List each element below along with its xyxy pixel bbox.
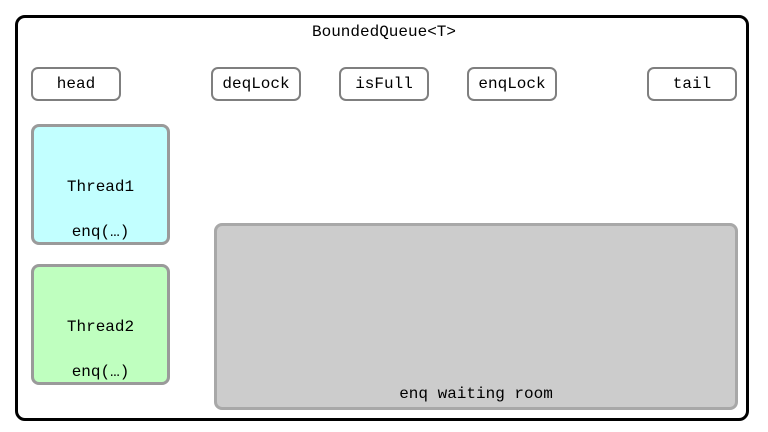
thread1-box: Thread1 enq(…): [31, 124, 170, 245]
thread1-name: Thread1: [66, 178, 135, 196]
enq-waiting-room: enq waiting room: [214, 223, 738, 410]
enq-waiting-room-label: enq waiting room: [399, 385, 553, 403]
thread1-call: enq(…): [71, 223, 130, 241]
is-full-field: isFull: [339, 67, 429, 101]
thread2-call: enq(…): [71, 363, 130, 381]
queue-title: BoundedQueue<T>: [311, 23, 457, 41]
head-field: head: [31, 67, 121, 101]
deq-lock-field: deqLock: [211, 67, 301, 101]
thread2-box: Thread2 enq(…): [31, 264, 170, 385]
tail-field: tail: [647, 67, 737, 101]
enq-lock-field: enqLock: [467, 67, 557, 101]
thread2-name: Thread2: [66, 318, 135, 336]
